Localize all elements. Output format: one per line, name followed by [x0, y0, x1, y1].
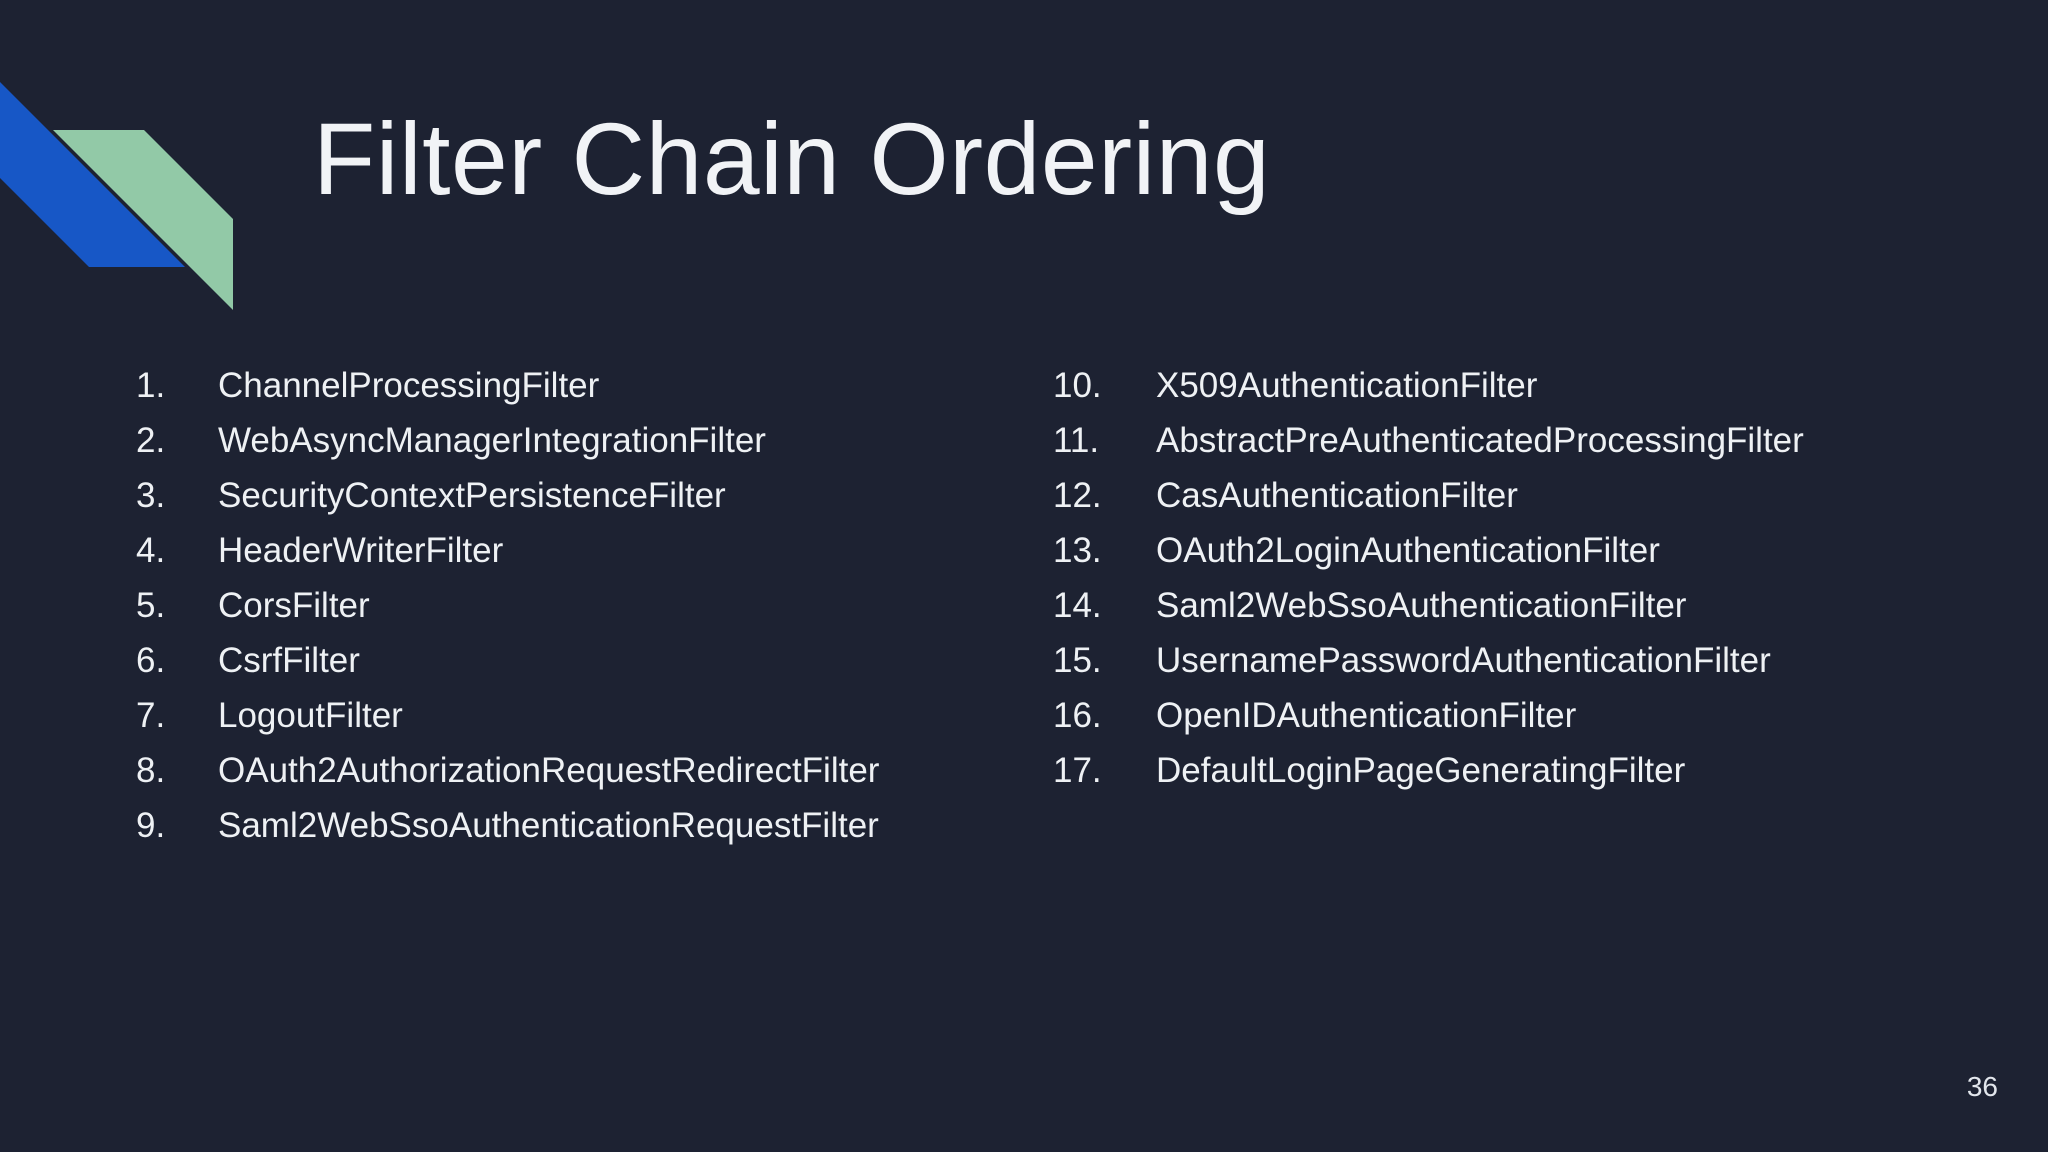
list-item-label: DefaultLoginPageGeneratingFilter: [1156, 750, 1686, 790]
list-item: 6. CsrfFilter: [136, 633, 879, 688]
list-item: 4. HeaderWriterFilter: [136, 523, 879, 578]
page-title: Filter Chain Ordering: [313, 102, 1271, 216]
list-item-number: 3.: [136, 475, 166, 515]
list-item-number: 7.: [136, 695, 166, 735]
list-item-number: 13.: [1053, 530, 1102, 570]
corner-decoration: [0, 82, 233, 310]
list-item: 12. CasAuthenticationFilter: [1053, 468, 1804, 523]
list-item: 3. SecurityContextPersistenceFilter: [136, 468, 879, 523]
list-item: 17. DefaultLoginPageGeneratingFilter: [1053, 743, 1804, 798]
list-item-label: Saml2WebSsoAuthenticationRequestFilter: [218, 805, 879, 845]
list-item-number: 8.: [136, 750, 166, 790]
list-item: 2. WebAsyncManagerIntegrationFilter: [136, 413, 879, 468]
filter-list-column-left: 1. ChannelProcessingFilter 2. WebAsyncManag…: [136, 358, 879, 853]
list-item: 16. OpenIDAuthenticationFilter: [1053, 688, 1804, 743]
list-item-label: OAuth2AuthorizationRequestRedirectFilter: [218, 750, 880, 790]
list-item-number: 16.: [1053, 695, 1102, 735]
list-item-number: 10.: [1053, 365, 1102, 405]
list-item: 8. OAuth2AuthorizationRequestRedirectFilt…: [136, 743, 879, 798]
blue-ribbon-shape: [0, 82, 185, 267]
list-item: 1. ChannelProcessingFilter: [136, 358, 879, 413]
list-item-number: 15.: [1053, 640, 1102, 680]
page-number: 36: [1966, 1071, 1998, 1102]
list-item-label: CsrfFilter: [218, 640, 360, 680]
list-item-number: 12.: [1053, 475, 1102, 515]
list-item-label: WebAsyncManagerIntegrationFilter: [218, 420, 766, 460]
list-item: 5. CorsFilter: [136, 578, 879, 633]
green-ribbon-shape: [53, 130, 233, 310]
list-item-label: ChannelProcessingFilter: [218, 365, 600, 405]
list-item: 7. LogoutFilter: [136, 688, 879, 743]
list-item-number: 5.: [136, 585, 166, 625]
list-item-number: 2.: [136, 420, 166, 460]
list-item-label: X509AuthenticationFilter: [1156, 365, 1538, 405]
list-item-number: 9.: [136, 805, 166, 845]
list-item-label: CasAuthenticationFilter: [1156, 475, 1518, 515]
list-item: 13. OAuth2LoginAuthenticationFilter: [1053, 523, 1804, 578]
list-item-label: CorsFilter: [218, 585, 370, 625]
list-item-label: LogoutFilter: [218, 695, 403, 735]
list-item-label: OAuth2LoginAuthenticationFilter: [1156, 530, 1660, 570]
list-item-label: HeaderWriterFilter: [218, 530, 504, 570]
list-item-label: UsernamePasswordAuthenticationFilter: [1156, 640, 1771, 680]
filter-list-column-right: 10. X509AuthenticationFilter 11. AbstractPr…: [1053, 358, 1804, 798]
list-item: 9. Saml2WebSsoAuthenticationRequestFilter: [136, 798, 879, 853]
list-item: 15. UsernamePasswordAuthenticationFilter: [1053, 633, 1804, 688]
list-item-number: 11.: [1053, 420, 1100, 460]
list-item-number: 1.: [136, 365, 166, 405]
list-item: 11. AbstractPreAuthenticatedProcessingFil…: [1053, 413, 1804, 468]
list-item-number: 4.: [136, 530, 166, 570]
list-item-number: 6.: [136, 640, 166, 680]
list-item: 14. Saml2WebSsoAuthenticationFilter: [1053, 578, 1804, 633]
list-item-label: OpenIDAuthenticationFilter: [1156, 695, 1577, 735]
list-item-label: AbstractPreAuthenticatedProcessingFilter: [1156, 420, 1804, 460]
list-item-label: SecurityContextPersistenceFilter: [218, 475, 726, 515]
list-item-number: 17.: [1053, 750, 1102, 790]
list-item: 10. X509AuthenticationFilter: [1053, 358, 1804, 413]
list-item-label: Saml2WebSsoAuthenticationFilter: [1156, 585, 1687, 625]
list-item-number: 14.: [1053, 585, 1102, 625]
